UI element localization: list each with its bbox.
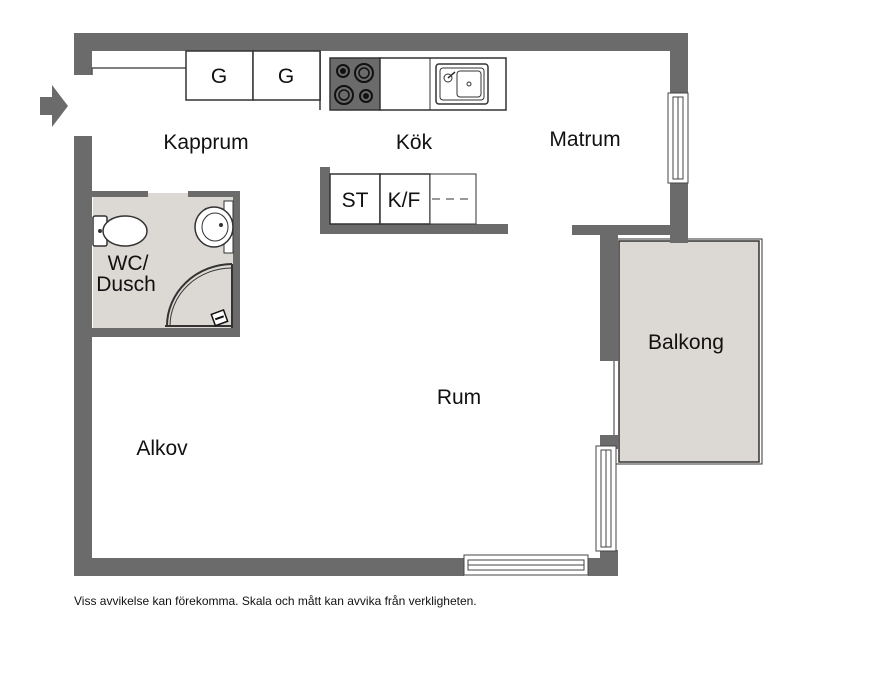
room-label-wc-line1: WC/ (108, 252, 149, 275)
island-back (320, 224, 508, 234)
wall-top (74, 33, 688, 51)
wall-right-upper (670, 33, 688, 93)
wall-wc-top-right (188, 191, 240, 197)
wall-left-lower (74, 136, 92, 576)
stove-icon (329, 57, 381, 111)
window-right-upper (667, 92, 689, 184)
room-label-alkov: Alkov (136, 437, 188, 460)
wardrobe-2-label: G (278, 65, 294, 88)
balcony-floor (618, 240, 760, 463)
room-label-rum: Rum (437, 386, 481, 409)
walls (74, 33, 688, 576)
wall-balcony-left-upper (600, 233, 618, 361)
island-side (320, 167, 330, 234)
cabinet-fridge (379, 173, 431, 225)
window-right-lower (595, 445, 617, 552)
room-label-matrum: Matrum (549, 128, 620, 151)
wardrobe-1 (185, 50, 254, 101)
cabinet-stove (329, 173, 381, 225)
wall-wc-bottom (92, 328, 240, 337)
wall-left-upper (74, 33, 92, 75)
shower-icon (165, 263, 233, 328)
room-label-balkong: Balkong (648, 331, 724, 354)
toilet-icon (92, 215, 148, 247)
wardrobe-2 (252, 50, 321, 101)
wall-right-lower (600, 550, 618, 576)
room-label-kapprum: Kapprum (163, 131, 248, 154)
wall-wc-right (233, 191, 240, 337)
fridge-freezer-label: K/F (388, 189, 421, 212)
sink-icon (435, 63, 489, 105)
wardrobe-1-label: G (211, 65, 227, 88)
wall-matrum-bottom (572, 225, 688, 235)
entrance-arrow-icon (40, 85, 68, 127)
room-label-wc-line2: Dusch (96, 273, 156, 296)
window-bottom (463, 554, 589, 576)
stove-cabinet-label: ST (342, 189, 369, 212)
entry-notch (91, 67, 186, 75)
wall-bottom-left (74, 558, 464, 576)
room-label-kok: Kök (396, 131, 433, 154)
washbasin-icon (194, 200, 234, 254)
disclaimer-text: Viss avvikelse kan förekomma. Skala och … (74, 594, 477, 608)
wall-wc-top-left (92, 191, 148, 197)
